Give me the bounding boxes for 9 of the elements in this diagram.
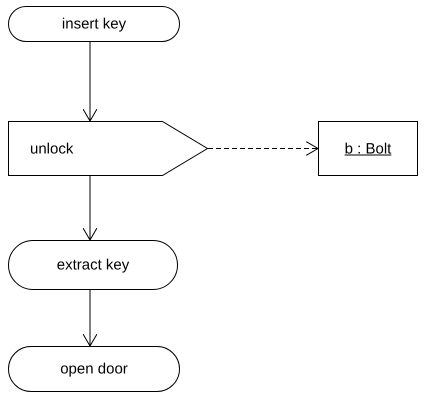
action-label: insert key bbox=[62, 16, 126, 32]
flow-arrow bbox=[82, 290, 98, 346]
action-label: extract key bbox=[56, 256, 130, 274]
action-label: unlock bbox=[30, 140, 74, 157]
object-name: b : Bolt bbox=[344, 140, 392, 157]
dependency-arrow bbox=[208, 141, 318, 156]
flow-arrow bbox=[82, 176, 98, 240]
flow-arrow bbox=[82, 42, 98, 122]
action-label: open door bbox=[60, 360, 128, 378]
